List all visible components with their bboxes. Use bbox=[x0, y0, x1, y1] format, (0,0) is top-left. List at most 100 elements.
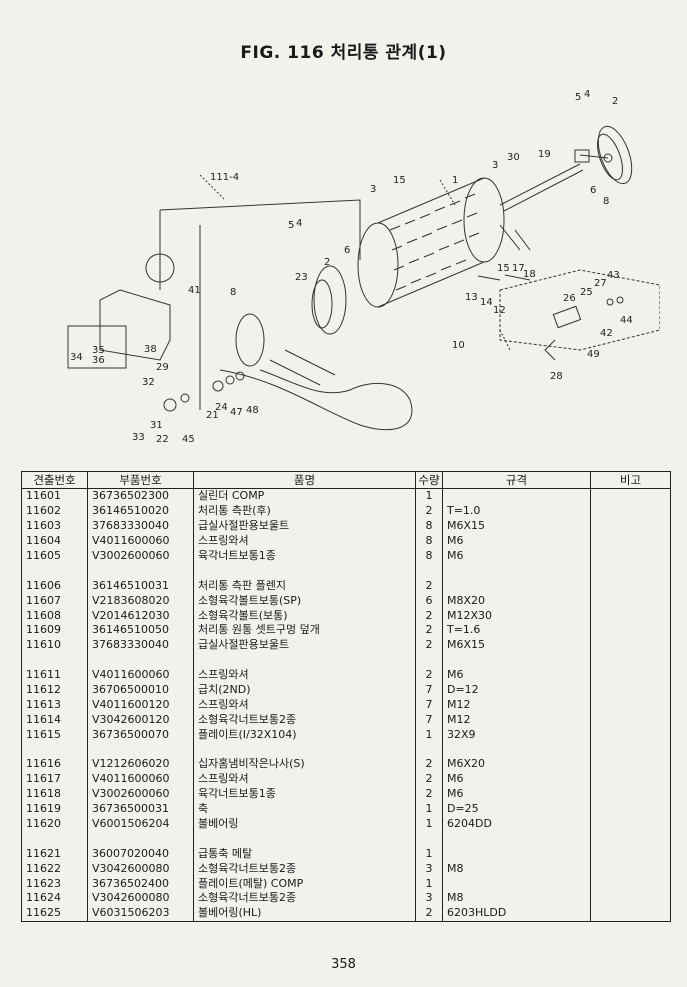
part-no-cell bbox=[87, 831, 194, 847]
remarks-cell bbox=[590, 593, 671, 609]
quantity-cell: 3 bbox=[415, 861, 443, 877]
header-part-no: 부품번호 bbox=[87, 471, 194, 489]
remarks-cell bbox=[590, 667, 671, 683]
part-no-cell: V2183608020 bbox=[87, 593, 194, 609]
svg-text:5: 5 bbox=[575, 92, 581, 103]
part-name-cell: 실린더 COMP bbox=[193, 488, 416, 504]
quantity-cell: 6 bbox=[415, 593, 443, 609]
index-no-cell: 11604 bbox=[21, 533, 88, 549]
index-no-cell: 11613 bbox=[21, 697, 88, 713]
part-no-cell: 36736500031 bbox=[87, 801, 194, 817]
spec-cell bbox=[442, 742, 591, 758]
remarks-cell bbox=[590, 876, 671, 892]
part-name-cell: 급치(2ND) bbox=[193, 682, 416, 698]
quantity-cell: 8 bbox=[415, 548, 443, 564]
part-no-cell: 36007020040 bbox=[87, 846, 194, 862]
spec-cell: T=1.0 bbox=[442, 503, 591, 519]
spec-cell: M8 bbox=[442, 891, 591, 906]
svg-text:8: 8 bbox=[230, 287, 236, 298]
quantity-cell bbox=[415, 831, 443, 847]
svg-text:22: 22 bbox=[156, 434, 169, 445]
index-no-cell bbox=[21, 831, 88, 847]
spec-cell: M6X15 bbox=[442, 518, 591, 534]
part-no-cell: 37683330040 bbox=[87, 637, 194, 653]
svg-text:47: 47 bbox=[230, 407, 243, 418]
spec-cell: M12X30 bbox=[442, 608, 591, 624]
diagram-callouts: 111-4 3 15 1 3 30 19 5 4 2 6 8 5 4 2 23 … bbox=[70, 89, 633, 445]
spec-cell bbox=[442, 846, 591, 862]
figure-title: FIG. 116 처리통 관계(1) bbox=[240, 43, 447, 63]
spec-cell: M8X20 bbox=[442, 593, 591, 609]
index-no-cell: 11609 bbox=[21, 623, 88, 638]
index-no-cell: 11621 bbox=[21, 846, 88, 862]
spec-cell bbox=[442, 563, 591, 579]
index-no-cell: 11619 bbox=[21, 801, 88, 817]
spec-cell: 6203HLDD bbox=[442, 905, 591, 922]
part-name-cell: 급통축 메탈 bbox=[193, 846, 416, 862]
index-no-cell: 11623 bbox=[21, 876, 88, 892]
svg-text:31: 31 bbox=[150, 420, 163, 431]
svg-text:21: 21 bbox=[206, 410, 219, 421]
part-name-cell: 볼베어링 bbox=[193, 816, 416, 832]
remarks-cell bbox=[590, 801, 671, 817]
remarks-cell bbox=[590, 563, 671, 579]
table-row bbox=[21, 742, 671, 758]
spec-cell: M6 bbox=[442, 786, 591, 802]
quantity-cell: 1 bbox=[415, 876, 443, 892]
svg-text:5: 5 bbox=[288, 220, 294, 231]
index-no-cell: 11608 bbox=[21, 608, 88, 624]
part-name-cell: 소형육각너트보통2종 bbox=[193, 891, 416, 906]
svg-text:43: 43 bbox=[607, 270, 620, 281]
svg-text:33: 33 bbox=[132, 432, 145, 443]
index-no-cell: 11618 bbox=[21, 786, 88, 802]
remarks-cell bbox=[590, 757, 671, 772]
spec-cell: M8 bbox=[442, 861, 591, 877]
index-no-cell bbox=[21, 742, 88, 758]
spec-cell: M6 bbox=[442, 533, 591, 549]
spec-cell: M12 bbox=[442, 697, 591, 713]
part-name-cell: 축 bbox=[193, 801, 416, 817]
quantity-cell: 1 bbox=[415, 801, 443, 817]
part-name-cell: 소형육각볼트보통(SP) bbox=[193, 593, 416, 609]
svg-text:42: 42 bbox=[600, 328, 613, 339]
quantity-cell: 2 bbox=[415, 578, 443, 594]
part-name-cell bbox=[193, 563, 416, 579]
remarks-cell bbox=[590, 905, 671, 922]
index-no-cell: 11624 bbox=[21, 891, 88, 906]
svg-text:4: 4 bbox=[296, 218, 302, 229]
index-no-cell: 11614 bbox=[21, 712, 88, 728]
part-no-cell bbox=[87, 563, 194, 579]
svg-text:34: 34 bbox=[70, 352, 83, 363]
remarks-cell bbox=[590, 623, 671, 638]
table-row bbox=[21, 652, 671, 668]
remarks-cell bbox=[590, 712, 671, 728]
spec-cell: M6 bbox=[442, 771, 591, 787]
remarks-cell bbox=[590, 682, 671, 698]
part-no-cell: 36146510020 bbox=[87, 503, 194, 519]
index-no-cell: 11606 bbox=[21, 578, 88, 594]
svg-text:27: 27 bbox=[594, 278, 607, 289]
exploded-parts-diagram: 111-4 3 15 1 3 30 19 5 4 2 6 8 5 4 2 23 … bbox=[67, 89, 660, 445]
spec-cell: D=25 bbox=[442, 801, 591, 817]
spec-cell bbox=[442, 831, 591, 847]
index-no-cell: 11603 bbox=[21, 518, 88, 534]
quantity-cell: 7 bbox=[415, 682, 443, 698]
remarks-cell bbox=[590, 503, 671, 519]
quantity-cell: 2 bbox=[415, 786, 443, 802]
remarks-cell bbox=[590, 786, 671, 802]
remarks-cell bbox=[590, 742, 671, 758]
part-name-cell: 십자홈냄비작은나사(S) bbox=[193, 757, 416, 772]
svg-text:48: 48 bbox=[246, 405, 259, 416]
svg-text:19: 19 bbox=[538, 149, 551, 160]
part-no-cell: 36736500070 bbox=[87, 727, 194, 743]
svg-text:18: 18 bbox=[523, 269, 536, 280]
index-no-cell: 11611 bbox=[21, 667, 88, 683]
